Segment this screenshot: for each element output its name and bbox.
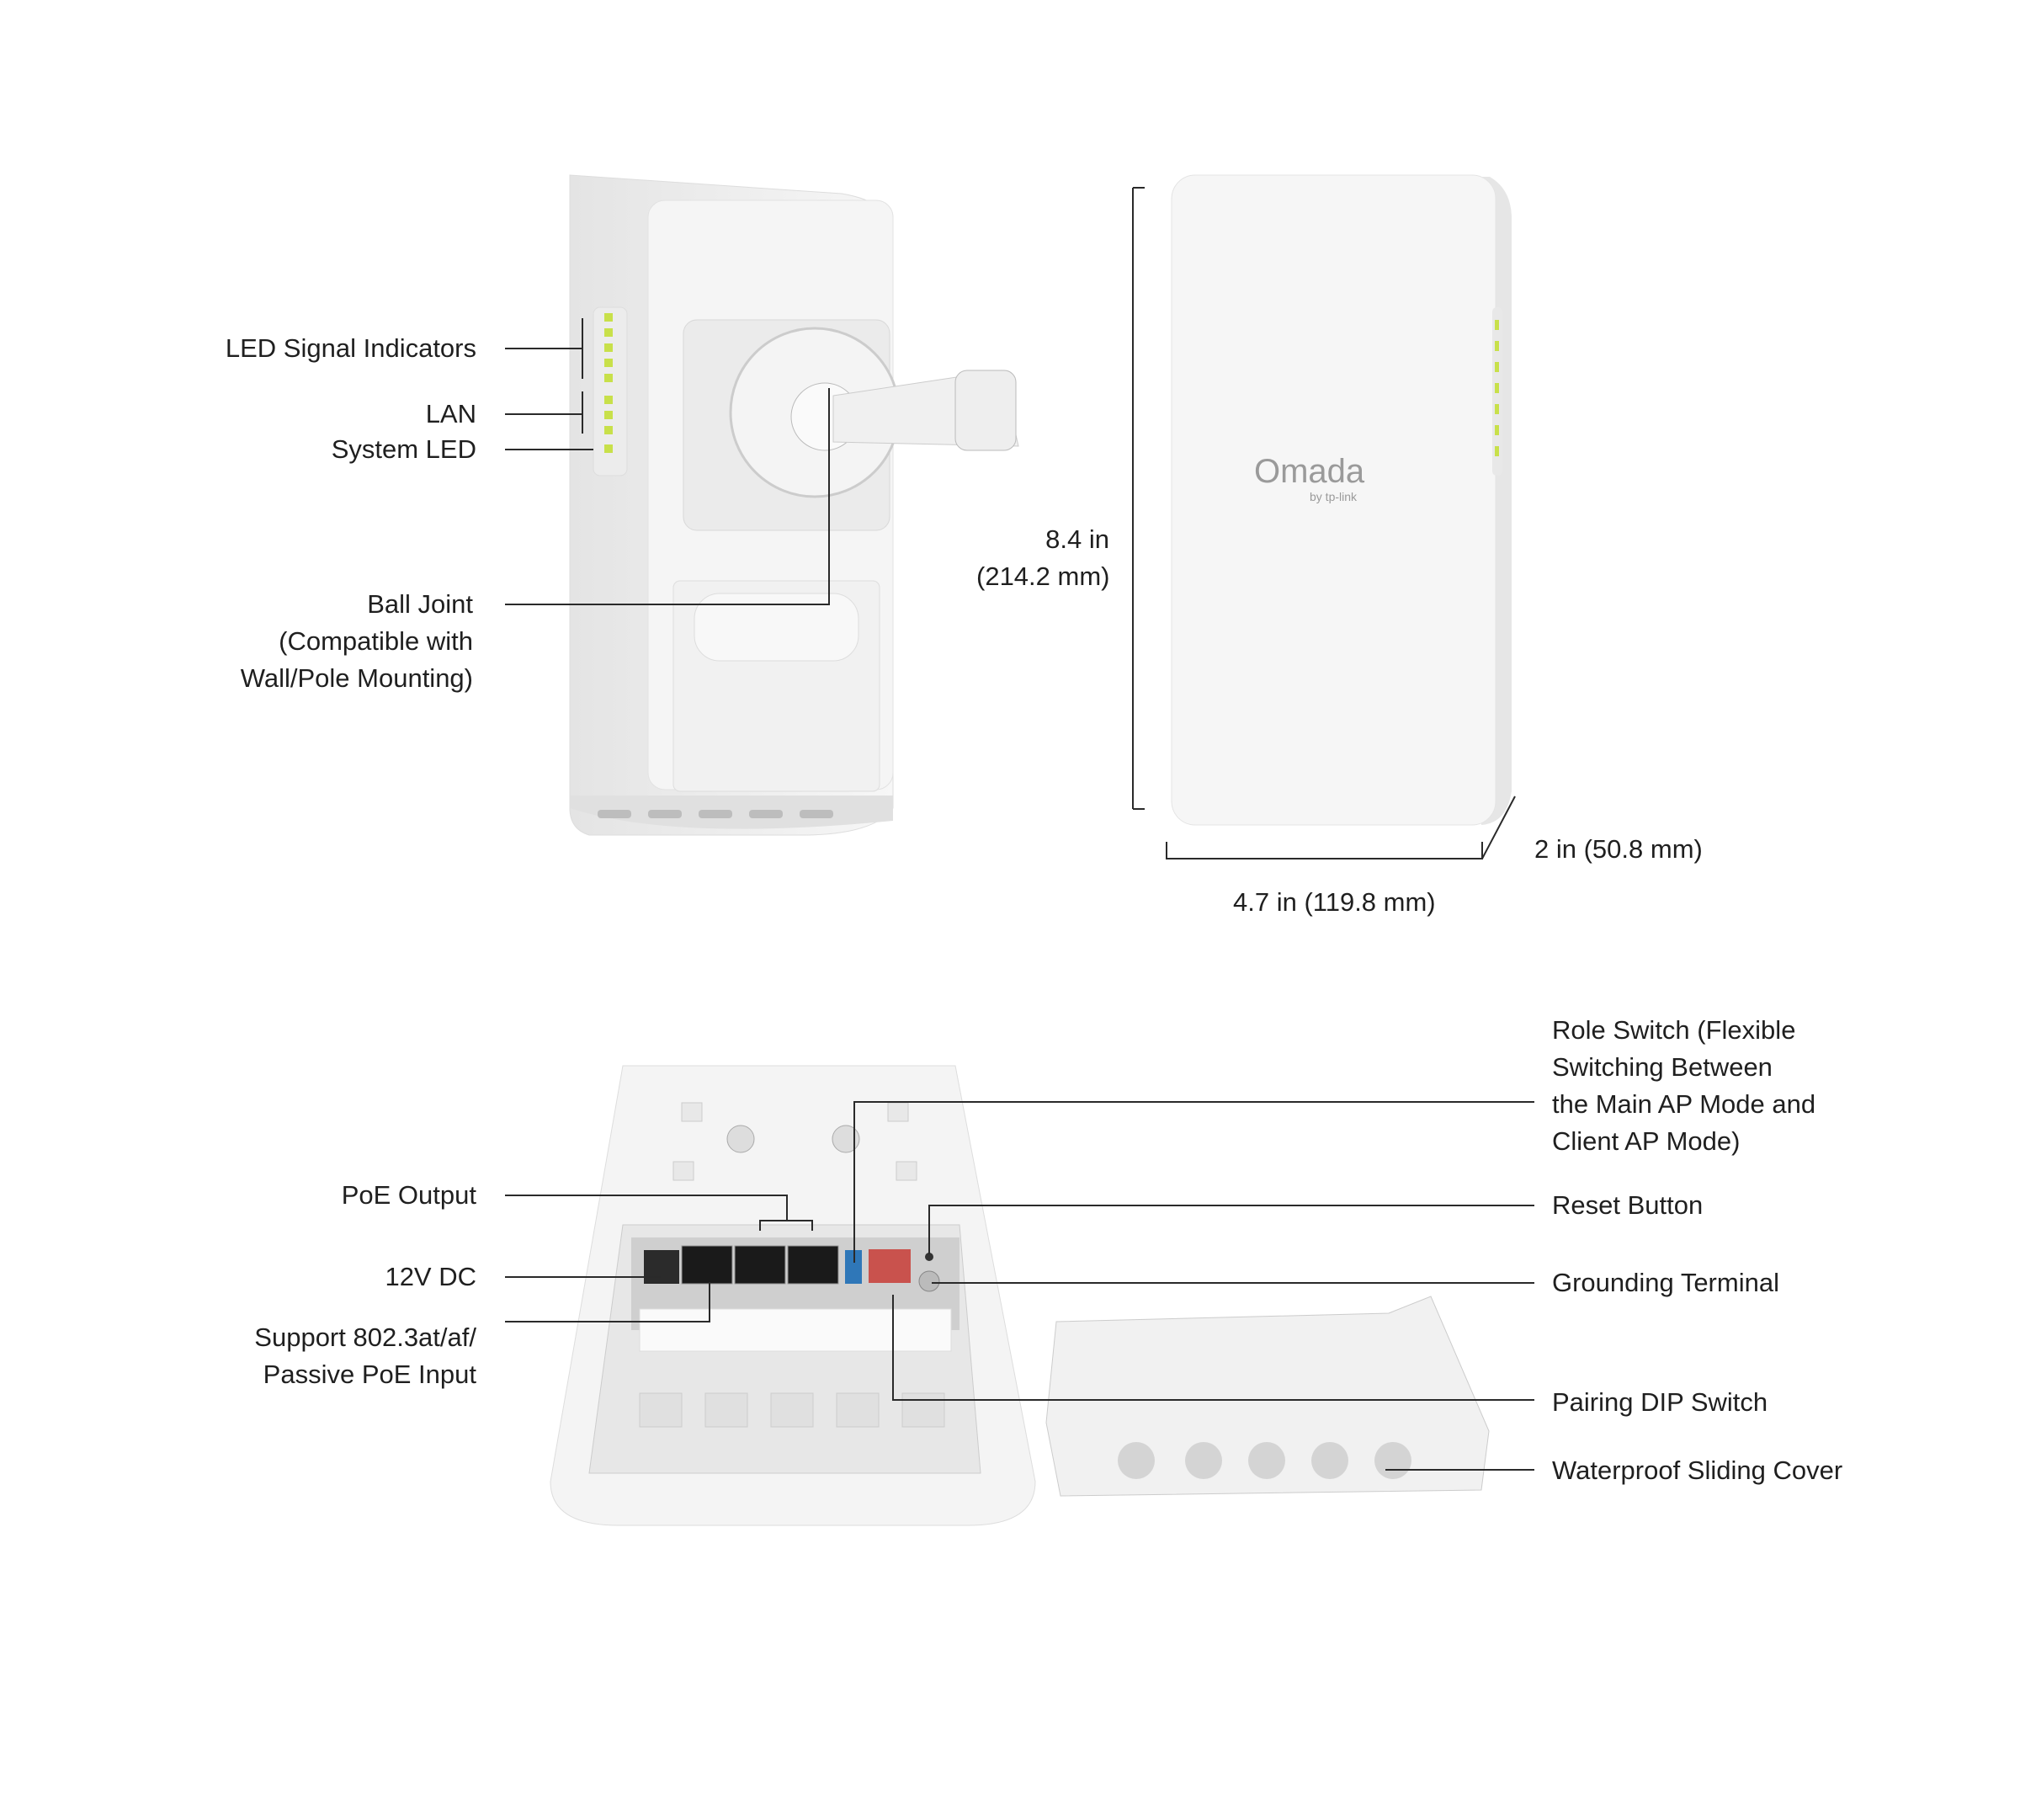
dim-width: 4.7 in (119.8 mm)	[1233, 887, 1436, 917]
label-ball-joint: Ball Joint (Compatible with Wall/Pole Mo…	[241, 586, 473, 697]
label-lan: LAN	[425, 399, 476, 428]
waterproof-sliding-cover	[1045, 1296, 1490, 1497]
label-reset-button: Reset Button	[1552, 1190, 1704, 1220]
dim-height-mm: (214.2 mm)	[976, 561, 1110, 591]
dim-depth: 2 in (50.8 mm)	[1534, 834, 1703, 864]
label-role-switch: Role Switch (Flexible Switching Between …	[1552, 1012, 1815, 1160]
label-led-signal-indicators: LED Signal Indicators	[225, 333, 476, 363]
label-line: Wall/Pole Mounting)	[240, 663, 473, 693]
lan2-port	[734, 1245, 786, 1285]
lan3-port	[787, 1245, 839, 1285]
label-waterproof-cover: Waterproof Sliding Cover	[1552, 1455, 1843, 1485]
label-line: (Compatible with	[279, 626, 473, 656]
omada-logo: Omada	[1254, 453, 1365, 490]
label-12v-dc: 12V DC	[385, 1262, 476, 1291]
label-line: the Main AP Mode and	[1552, 1089, 1816, 1119]
device-port-view	[550, 1065, 1036, 1526]
dc-jack	[644, 1250, 679, 1284]
label-line: Switching Between	[1552, 1052, 1773, 1082]
grounding-terminal	[918, 1270, 940, 1292]
label-line: Support 802.3at/af/	[254, 1322, 476, 1352]
dim-height-in: 8.4 in	[1045, 524, 1109, 554]
led-panel	[593, 306, 628, 476]
pairing-dip-switch	[869, 1249, 911, 1283]
tp-link-logo-text: by tp-link	[1310, 490, 1358, 503]
label-poe-input: Support 802.3at/af/ Passive PoE Input	[254, 1319, 476, 1393]
label-grounding-terminal: Grounding Terminal	[1552, 1268, 1779, 1297]
label-line: Ball Joint	[367, 589, 473, 619]
label-system-led: System LED	[331, 434, 476, 464]
led-indicators	[604, 313, 613, 453]
device-back-view	[569, 174, 1019, 836]
product-label	[639, 1308, 952, 1352]
device-front-view	[1171, 174, 1512, 826]
role-switch	[845, 1250, 862, 1284]
label-poe-output: PoE Output	[341, 1180, 476, 1210]
label-line: Role Switch (Flexible	[1552, 1015, 1796, 1045]
label-pairing-dip-switch: Pairing DIP Switch	[1552, 1387, 1768, 1417]
label-line: Client AP Mode)	[1552, 1126, 1741, 1156]
lan1-port	[681, 1245, 733, 1285]
label-line: Passive PoE Input	[263, 1360, 476, 1389]
leader-lines	[505, 187, 1534, 1471]
reset-button	[925, 1253, 933, 1261]
